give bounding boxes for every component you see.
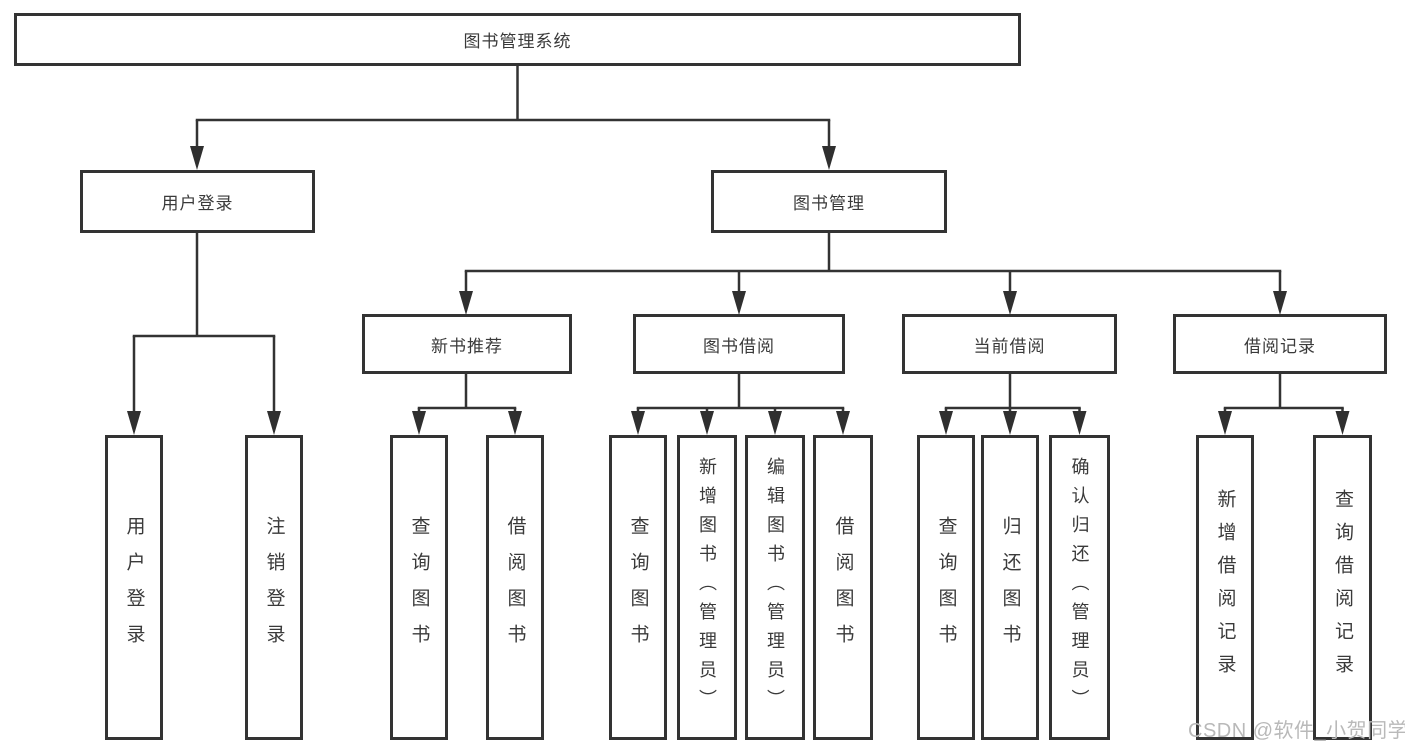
csdn-watermark: CSDN @软件_小贺同学 (1188, 720, 1405, 742)
node-current-borrowing: 当前借阅 (902, 314, 1117, 374)
leaf-add-books-admin: 新增图书（管理员） (677, 435, 737, 740)
node-new-book-recommendation: 新书推荐 (362, 314, 572, 374)
arrowhead-icons (127, 146, 1350, 435)
leaf-add-borrow-record: 新增借阅记录 (1196, 435, 1254, 740)
leaf-query-books: 查询图书 (390, 435, 448, 740)
node-library-management-system: 图书管理系统 (14, 13, 1021, 66)
leaf-query-books-3: 查询图书 (917, 435, 975, 740)
leaf-query-borrow-record: 查询借阅记录 (1313, 435, 1372, 740)
node-borrowing-records: 借阅记录 (1173, 314, 1387, 374)
leaf-logout: 注销登录 (245, 435, 303, 740)
leaf-confirm-return-admin: 确认归还（管理员） (1049, 435, 1110, 740)
leaf-return-books: 归还图书 (981, 435, 1039, 740)
leaf-borrow-books: 借阅图书 (486, 435, 544, 740)
leaf-edit-books-admin: 编辑图书（管理员） (745, 435, 805, 740)
node-book-borrowing: 图书借阅 (633, 314, 845, 374)
leaf-borrow-books-2: 借阅图书 (813, 435, 873, 740)
node-user-login: 用户登录 (80, 170, 315, 233)
node-book-management: 图书管理 (711, 170, 947, 233)
leaf-user-login: 用户登录 (105, 435, 163, 740)
leaf-query-books-2: 查询图书 (609, 435, 667, 740)
